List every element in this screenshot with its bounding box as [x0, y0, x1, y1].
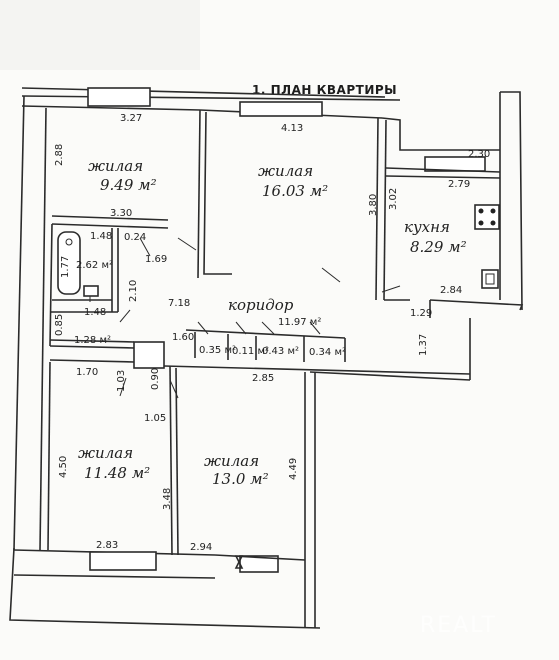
room-area-toilet: 1.28 м² [74, 335, 111, 346]
dim-380: 3.80 [368, 194, 379, 216]
toilet-fixture [83, 285, 99, 302]
dim-024: 0.24 [124, 232, 146, 243]
bathtub [57, 231, 81, 295]
kitchen-sink [481, 269, 499, 289]
watermark-text: REALT [420, 613, 497, 638]
wall-pillar [133, 341, 165, 369]
dim-129: 1.29 [410, 308, 432, 319]
dim-449: 4.49 [288, 458, 299, 480]
room-area-corridor: 11.97 м² [278, 317, 321, 328]
room-area-living2: 16.03 м² [262, 182, 328, 200]
dim-718: 7.18 [168, 298, 190, 309]
title-underline [21, 87, 386, 98]
dim-413: 4.13 [281, 123, 303, 134]
dim-210: 2.10 [128, 280, 139, 302]
dim-148b: 1.48 [84, 307, 106, 318]
dim-090: 0.90 [150, 368, 161, 390]
room-name-living1: жилая [88, 157, 143, 175]
room-name-living3: жилая [78, 444, 133, 462]
door-swings [119, 237, 401, 399]
outer-walls [9, 87, 524, 629]
dim-279: 2.79 [448, 179, 470, 190]
dim-085: 0.85 [54, 314, 65, 336]
dim-294: 2.94 [190, 542, 212, 553]
dim-230: 2.30 [468, 149, 490, 160]
dim-330: 3.30 [110, 208, 132, 219]
room-area-bath: 2.62 м² [76, 260, 113, 271]
room-area-living3: 11.48 м² [84, 464, 150, 482]
kitchen-stove [474, 204, 500, 230]
paper-shade [0, 0, 200, 70]
room-name-living2: жилая [258, 162, 313, 180]
dim-177: 1.77 [60, 256, 71, 278]
room-area-living1: 9.49 м² [100, 176, 157, 194]
window-top-left [87, 87, 151, 107]
radiator-marker [234, 555, 244, 569]
room-name-living4: жилая [204, 452, 259, 470]
window-bottom-left [89, 551, 157, 571]
dim-137: 1.37 [418, 334, 429, 356]
plan-title: 1. ПЛАН КВАРТИРЫ [252, 83, 397, 97]
room-area-closet1: 0.35 м² [199, 345, 236, 356]
dim-327: 3.27 [120, 113, 142, 124]
room-area-closet2: 0.11 м² [232, 346, 269, 357]
dim-302: 3.02 [388, 188, 399, 210]
dim-170: 1.70 [76, 367, 98, 378]
dim-450: 4.50 [58, 456, 69, 478]
dim-288: 2.88 [54, 144, 65, 166]
room-name-corridor: коридор [228, 296, 294, 314]
room-area-closet4: 0.34 м² [309, 347, 346, 358]
room-area-living4: 13.0 м² [212, 470, 269, 488]
dim-160: 1.60 [172, 332, 194, 343]
dim-148a: 1.48 [90, 231, 112, 242]
dim-169: 1.69 [145, 254, 167, 265]
dim-348: 3.48 [162, 488, 173, 510]
dim-285: 2.85 [252, 373, 274, 384]
room-name-kitchen: кухня [404, 218, 450, 236]
dim-284: 2.84 [440, 285, 462, 296]
room-area-closet3: 0.43 м² [262, 346, 299, 357]
dim-103: 1.03 [116, 370, 127, 392]
room-area-kitchen: 8.29 м² [410, 238, 467, 256]
dim-105: 1.05 [144, 413, 166, 424]
dim-283: 2.83 [96, 540, 118, 551]
dimension-labels: 3.27 4.13 2.30 2.79 3.30 1.48 1.69 0.24 … [54, 113, 490, 553]
interior-walls [47, 109, 501, 556]
window-top-middle [239, 101, 323, 117]
